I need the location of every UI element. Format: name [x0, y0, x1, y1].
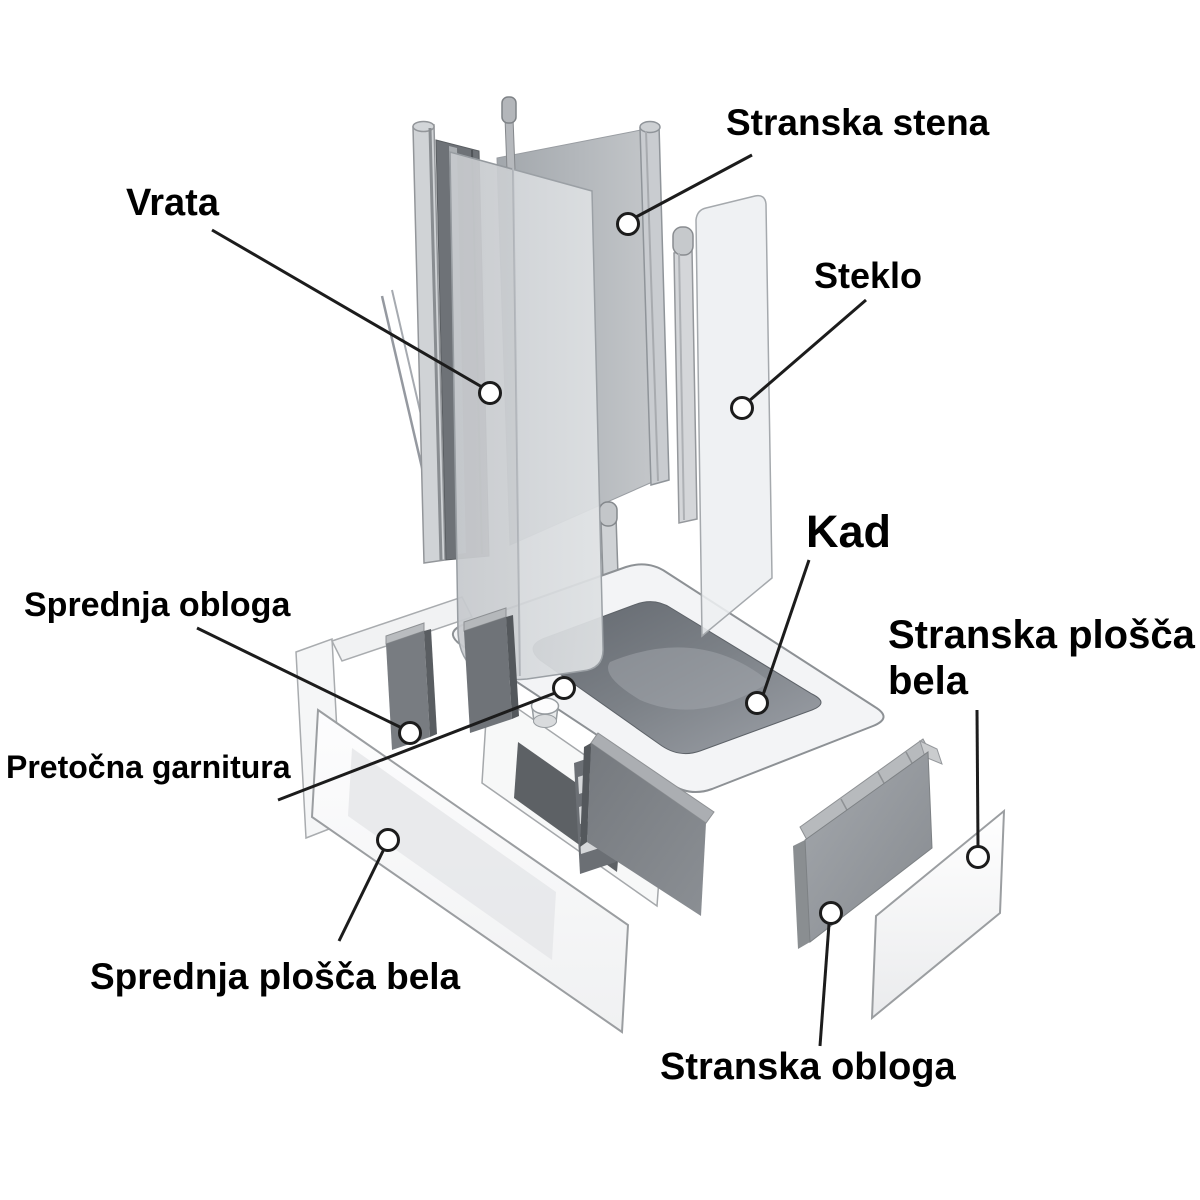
front-cladding-slat2-edge — [506, 615, 519, 719]
label-pretocna-garnitura: Pretočna garnitura — [6, 749, 291, 785]
leader-dot-pretocna-garnitura — [552, 676, 576, 700]
leader-dot-steklo — [730, 396, 754, 420]
leader-line-stranska-stena — [635, 153, 753, 219]
overflow-bottom — [533, 714, 557, 728]
label-steklo: Steklo — [814, 255, 923, 296]
support-rod-knob — [501, 96, 517, 124]
glass-profile-shade — [678, 252, 685, 521]
label-kad: Kad — [806, 506, 892, 557]
leader-dot-sprednja-obloga — [398, 721, 422, 745]
leader-line-stranska-obloga — [818, 923, 831, 1047]
front-panel-white-sheen — [348, 748, 556, 960]
leader-dot-kad — [745, 691, 769, 715]
side-cladding-seam — [877, 771, 886, 786]
leader-dot-vrata — [478, 381, 502, 405]
glass-profile-knob — [672, 226, 694, 256]
leader-line-sprednja-obloga — [196, 626, 403, 730]
leader-dot-stranska-obloga — [819, 901, 843, 925]
leader-line-steklo — [748, 298, 867, 403]
label-sprednja-obloga: Sprednja obloga — [24, 586, 291, 624]
label-sprednja-plosca-bela: Sprednja plošča bela — [90, 956, 461, 997]
label-stranska-plosca-bela: Stranska plošča bela — [888, 613, 1195, 703]
leader-line-sprednja-plosca-bela — [337, 848, 386, 942]
door-glass — [449, 151, 604, 681]
side-wall-profile-cap — [639, 120, 661, 134]
leader-dot-stranska-stena — [616, 212, 640, 236]
corner-profile-knob — [598, 501, 618, 527]
side-cladding-cap — [919, 740, 943, 765]
leader-line-kad — [761, 559, 811, 696]
leader-dot-stranska-plosca-bela — [966, 845, 990, 869]
door-glass-crease — [512, 167, 521, 677]
door-wall-profile-shade — [428, 127, 443, 561]
leader-dot-sprednja-plosca-bela — [376, 828, 400, 852]
label-stranska-obloga: Stranska obloga — [660, 1046, 956, 1088]
side-cladding-panel — [804, 751, 933, 943]
front-apron — [587, 743, 706, 916]
leader-line-vrata — [211, 228, 483, 389]
front-cladding-slat — [386, 631, 430, 750]
side-wall-profile-shade — [645, 130, 659, 482]
leader-line-pretocna-garnitura — [277, 691, 556, 802]
label-vrata: Vrata — [126, 182, 219, 224]
front-cladding-slat-edge — [424, 629, 437, 737]
front-apron-edge — [580, 743, 591, 847]
front-cladding-slat2 — [464, 617, 512, 733]
leader-line-stranska-plosca-bela — [975, 709, 980, 847]
door-glass-left-facet — [450, 152, 520, 677]
support-rod — [504, 117, 516, 171]
label-stranska-stena: Stranska stena — [726, 102, 990, 143]
bathtub-floor-highlight — [608, 647, 770, 710]
side-cladding-seam — [905, 751, 914, 766]
glass-profile-bar — [673, 248, 698, 524]
side-cladding-left-edge — [793, 840, 810, 949]
